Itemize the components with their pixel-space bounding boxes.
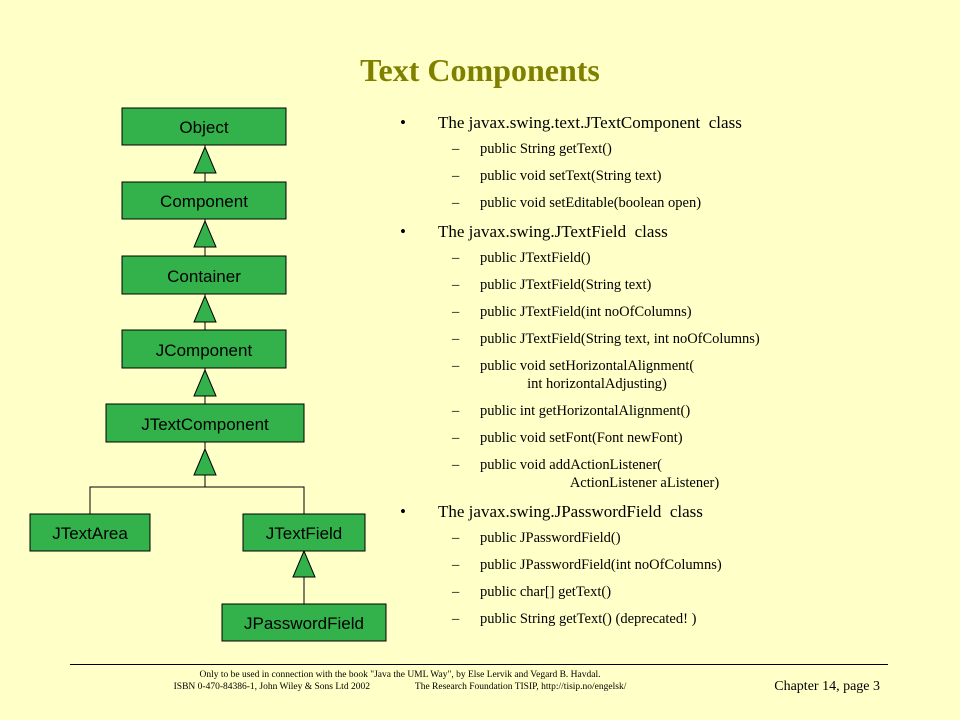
dash-icon: –: [452, 584, 460, 600]
dash-icon: –: [452, 331, 460, 347]
class-container: Container: [121, 255, 287, 295]
dash-icon: –: [452, 195, 460, 211]
section-heading-text: The javax.swing.JPasswordField class: [438, 502, 703, 521]
class-jtextarea: JTextArea: [29, 513, 151, 552]
generalization-arrow-object: [193, 145, 217, 174]
section-heading-text: The javax.swing.text.JTextComponent clas…: [438, 113, 742, 132]
method-item: – public JTextField(String text, int noOf…: [400, 330, 940, 348]
method-item: – public int getHorizontalAlignment(): [400, 402, 940, 420]
class-hierarchy-diagram: Object Component Container JComponent JT…: [29, 107, 387, 642]
method-signature: ActionListener aListener): [480, 475, 720, 491]
dash-icon: –: [452, 557, 460, 573]
dash-icon: –: [452, 277, 460, 293]
class-jtextcomponent: JTextComponent: [105, 403, 305, 443]
method-signature: public char[] getText(): [480, 584, 612, 600]
line-branch-textarea-textfield: [89, 486, 305, 514]
section-heading: • The javax.swing.text.JTextComponent cla…: [400, 112, 940, 134]
generalization-arrow-container: [193, 294, 217, 323]
bullet-icon: •: [400, 222, 406, 241]
class-label: JComponent: [156, 341, 253, 360]
method-signature: public JTextField(int noOfColumns): [480, 304, 692, 320]
method-signature: public String getText(): [480, 141, 612, 157]
page-title: Text Components: [360, 52, 600, 88]
footer-divider: [70, 664, 888, 665]
method-item: – public char[] getText(): [400, 583, 940, 601]
bullet-icon: •: [400, 113, 406, 132]
method-item: – public void setHorizontalAlignment( int…: [400, 357, 940, 393]
class-label: Component: [160, 192, 248, 211]
generalization-arrow-jtextcomponent: [193, 447, 217, 476]
method-item: – public void setText(String text): [400, 167, 940, 185]
dash-icon: –: [452, 304, 460, 320]
footer-line-1: Only to be used in connection with the b…: [199, 670, 601, 680]
footer-line-2: ISBN 0-470-84386-1, John Wiley & Sons Lt…: [173, 682, 627, 692]
dash-icon: –: [452, 250, 460, 266]
footer-credits: Only to be used in connection with the b…: [100, 669, 700, 693]
class-label: JTextArea: [52, 524, 128, 543]
dash-icon: –: [452, 457, 460, 473]
method-signature: public void setEditable(boolean open): [480, 195, 702, 211]
section-heading: • The javax.swing.JTextField class: [400, 221, 940, 243]
dash-icon: –: [452, 611, 460, 627]
class-label: JPasswordField: [244, 614, 364, 633]
method-signature: public void setHorizontalAlignment(: [480, 358, 695, 374]
method-item: – public JTextField(String text): [400, 276, 940, 294]
class-jpasswordfield: JPasswordField: [221, 603, 387, 642]
method-signature: public int getHorizontalAlignment(): [480, 403, 691, 419]
dash-icon: –: [452, 530, 460, 546]
method-signature: public JTextField(String text, int noOfC…: [480, 331, 760, 347]
method-signature: public JTextField(): [480, 250, 591, 266]
dash-icon: –: [452, 403, 460, 419]
generalization-arrow-component: [193, 219, 217, 248]
method-item: – public void setFont(Font newFont): [400, 429, 940, 447]
bullet-icon: •: [400, 502, 406, 521]
class-label: Container: [167, 267, 241, 286]
method-signature: public JTextField(String text): [480, 277, 652, 293]
class-object: Object: [121, 107, 287, 146]
api-list: • The javax.swing.text.JTextComponent cla…: [400, 112, 940, 637]
generalization-arrow-jtextfield: [292, 549, 316, 578]
method-signature: public void setText(String text): [480, 168, 662, 184]
class-label: JTextField: [266, 524, 343, 543]
dash-icon: –: [452, 358, 460, 374]
method-item: – public String getText(): [400, 140, 940, 158]
class-component: Component: [121, 181, 287, 220]
method-signature: public JPasswordField(): [480, 530, 621, 546]
method-item: – public JPasswordField(int noOfColumns): [400, 556, 940, 574]
method-item: – public JPasswordField(): [400, 529, 940, 547]
class-label: Object: [179, 118, 228, 137]
generalization-arrow-jcomponent: [193, 368, 217, 397]
class-jcomponent: JComponent: [121, 329, 287, 369]
method-item: – public void setEditable(boolean open): [400, 194, 940, 212]
page-number: Chapter 14, page 3: [774, 679, 880, 694]
method-item: – public void addActionListener( ActionLi…: [400, 456, 940, 492]
dash-icon: –: [452, 430, 460, 446]
dash-icon: –: [452, 141, 460, 157]
method-signature: int horizontalAdjusting): [480, 376, 667, 392]
method-signature: public String getText() (deprecated! ): [480, 611, 697, 627]
section-heading: • The javax.swing.JPasswordField class: [400, 501, 940, 523]
method-item: – public JTextField(int noOfColumns): [400, 303, 940, 321]
method-signature: public void setFont(Font newFont): [480, 430, 683, 446]
method-item: – public String getText() (deprecated! ): [400, 610, 940, 628]
method-signature: public JPasswordField(int noOfColumns): [480, 557, 722, 573]
method-item: – public JTextField(): [400, 249, 940, 267]
section-heading-text: The javax.swing.JTextField class: [438, 222, 668, 241]
method-signature: public void addActionListener(: [480, 457, 663, 473]
class-label: JTextComponent: [141, 415, 269, 434]
dash-icon: –: [452, 168, 460, 184]
class-jtextfield: JTextField: [242, 513, 366, 552]
